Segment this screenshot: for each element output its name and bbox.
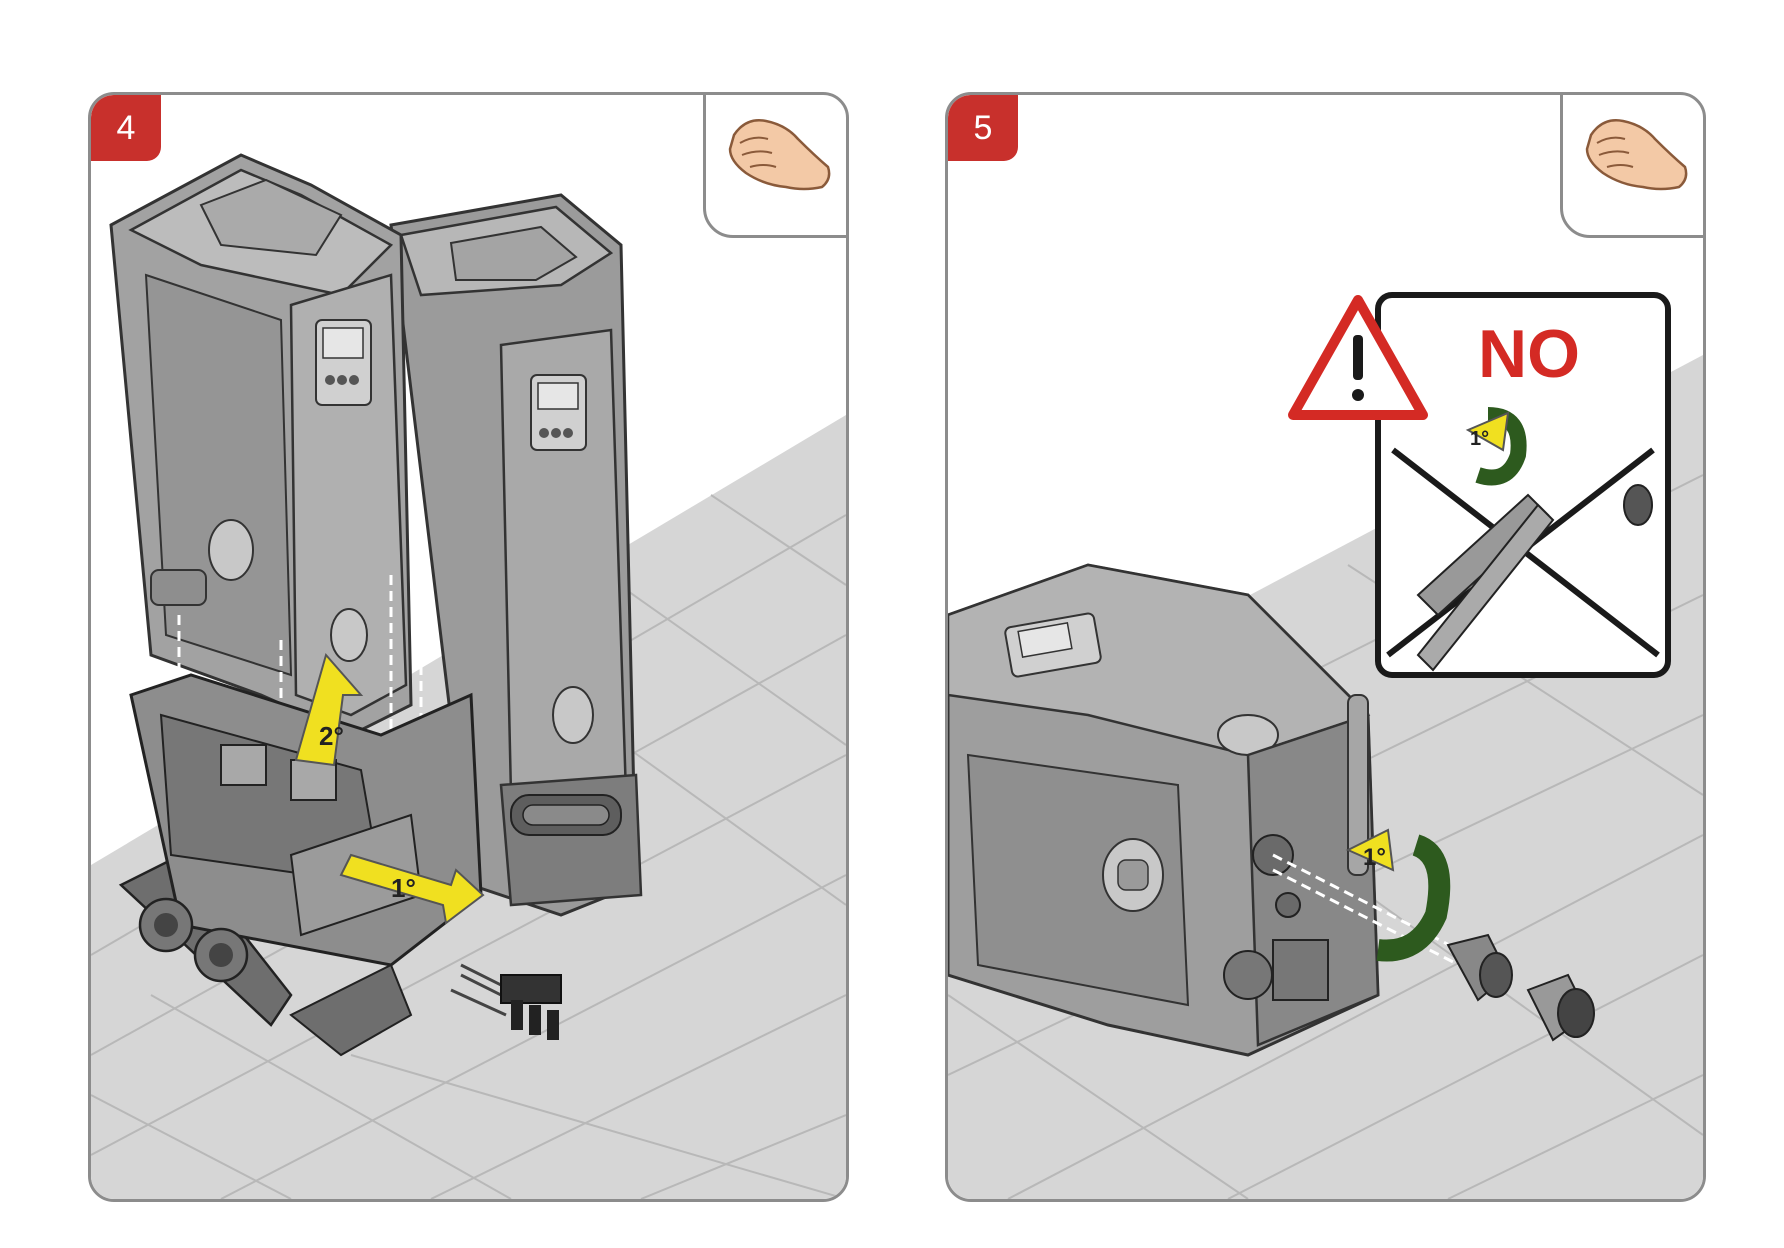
warning-no-label: NO [1478, 316, 1580, 392]
hand-press-icon [1560, 95, 1703, 238]
step-number-badge: 4 [91, 95, 161, 161]
connector-part [450, 963, 562, 1040]
pipe-fittings [1446, 933, 1595, 1042]
warning-box: NO 1° [1375, 292, 1671, 678]
arrow-label-2: 2° [319, 721, 344, 751]
arrow-label-1: 1° [391, 873, 416, 903]
step-number-badge: 5 [948, 95, 1018, 161]
warning-triangle-icon [1288, 295, 1428, 420]
step-4-panel: 2° 1° 4 [88, 92, 849, 1202]
arrow-step-1: 1° [339, 853, 485, 925]
base-cradle [118, 673, 483, 1057]
hand-press-icon [703, 95, 846, 238]
rotation-label: 1° [1363, 844, 1386, 871]
step-5-illustration: 1° NO 1° [948, 292, 1703, 1199]
pump-unit-rear [389, 193, 643, 917]
step-4-illustration: 2° 1° [91, 153, 846, 1199]
step-5-panel: 1° NO 1° 5 [945, 92, 1706, 1202]
warning-rotation-label: 1° [1470, 428, 1489, 450]
pump-unit-lying [948, 563, 1380, 1057]
rotation-arrow-step-1: 1° [1345, 828, 1451, 962]
arrow-step-2: 2° [294, 652, 364, 767]
pump-unit-front [109, 153, 413, 737]
alignment-lines [1272, 853, 1509, 992]
